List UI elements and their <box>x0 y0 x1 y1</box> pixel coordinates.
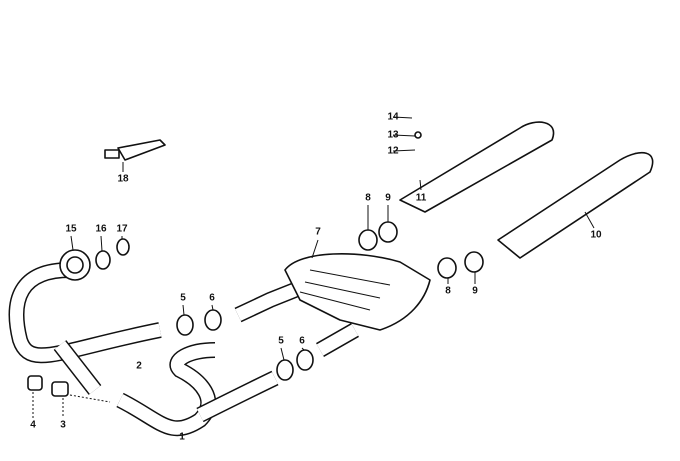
rear-muffler-11 <box>392 116 555 213</box>
callout-11: 11 <box>415 192 427 204</box>
callout-5: 5 <box>278 335 284 347</box>
callout-8: 8 <box>445 285 451 297</box>
callout-16: 16 <box>95 223 107 235</box>
callout-1: 1 <box>179 431 185 443</box>
callout-17: 17 <box>116 223 128 235</box>
callout-10: 10 <box>590 229 602 241</box>
clamps-8-9-lower <box>437 251 484 284</box>
callout-6: 6 <box>209 292 215 304</box>
part-18 <box>104 139 166 172</box>
callout-9: 9 <box>385 192 391 204</box>
header-pipe-1 <box>116 342 279 437</box>
clamps-8-9-upper <box>358 205 398 251</box>
callout-5: 5 <box>180 292 186 304</box>
callout-3: 3 <box>60 419 66 431</box>
center-muffler-7 <box>284 239 431 331</box>
callout-14: 14 <box>387 111 399 123</box>
callout-2: 2 <box>136 360 142 372</box>
clamps-5-6-upper <box>176 304 222 336</box>
clamps-5-6-lower <box>276 347 314 381</box>
callout-4: 4 <box>30 419 36 431</box>
callout-15: 15 <box>65 223 77 235</box>
callout-18: 18 <box>117 173 129 185</box>
callout-12: 12 <box>387 145 399 157</box>
callout-7: 7 <box>315 226 321 238</box>
clamp-3-4 <box>27 375 111 418</box>
callout-9: 9 <box>472 285 478 297</box>
header-pipe-2 <box>8 262 162 395</box>
flange-nut-set <box>59 235 130 281</box>
rear-muffler-10 <box>497 152 654 259</box>
callout-6: 6 <box>299 335 305 347</box>
callout-13: 13 <box>387 129 399 141</box>
callout-8: 8 <box>365 192 371 204</box>
